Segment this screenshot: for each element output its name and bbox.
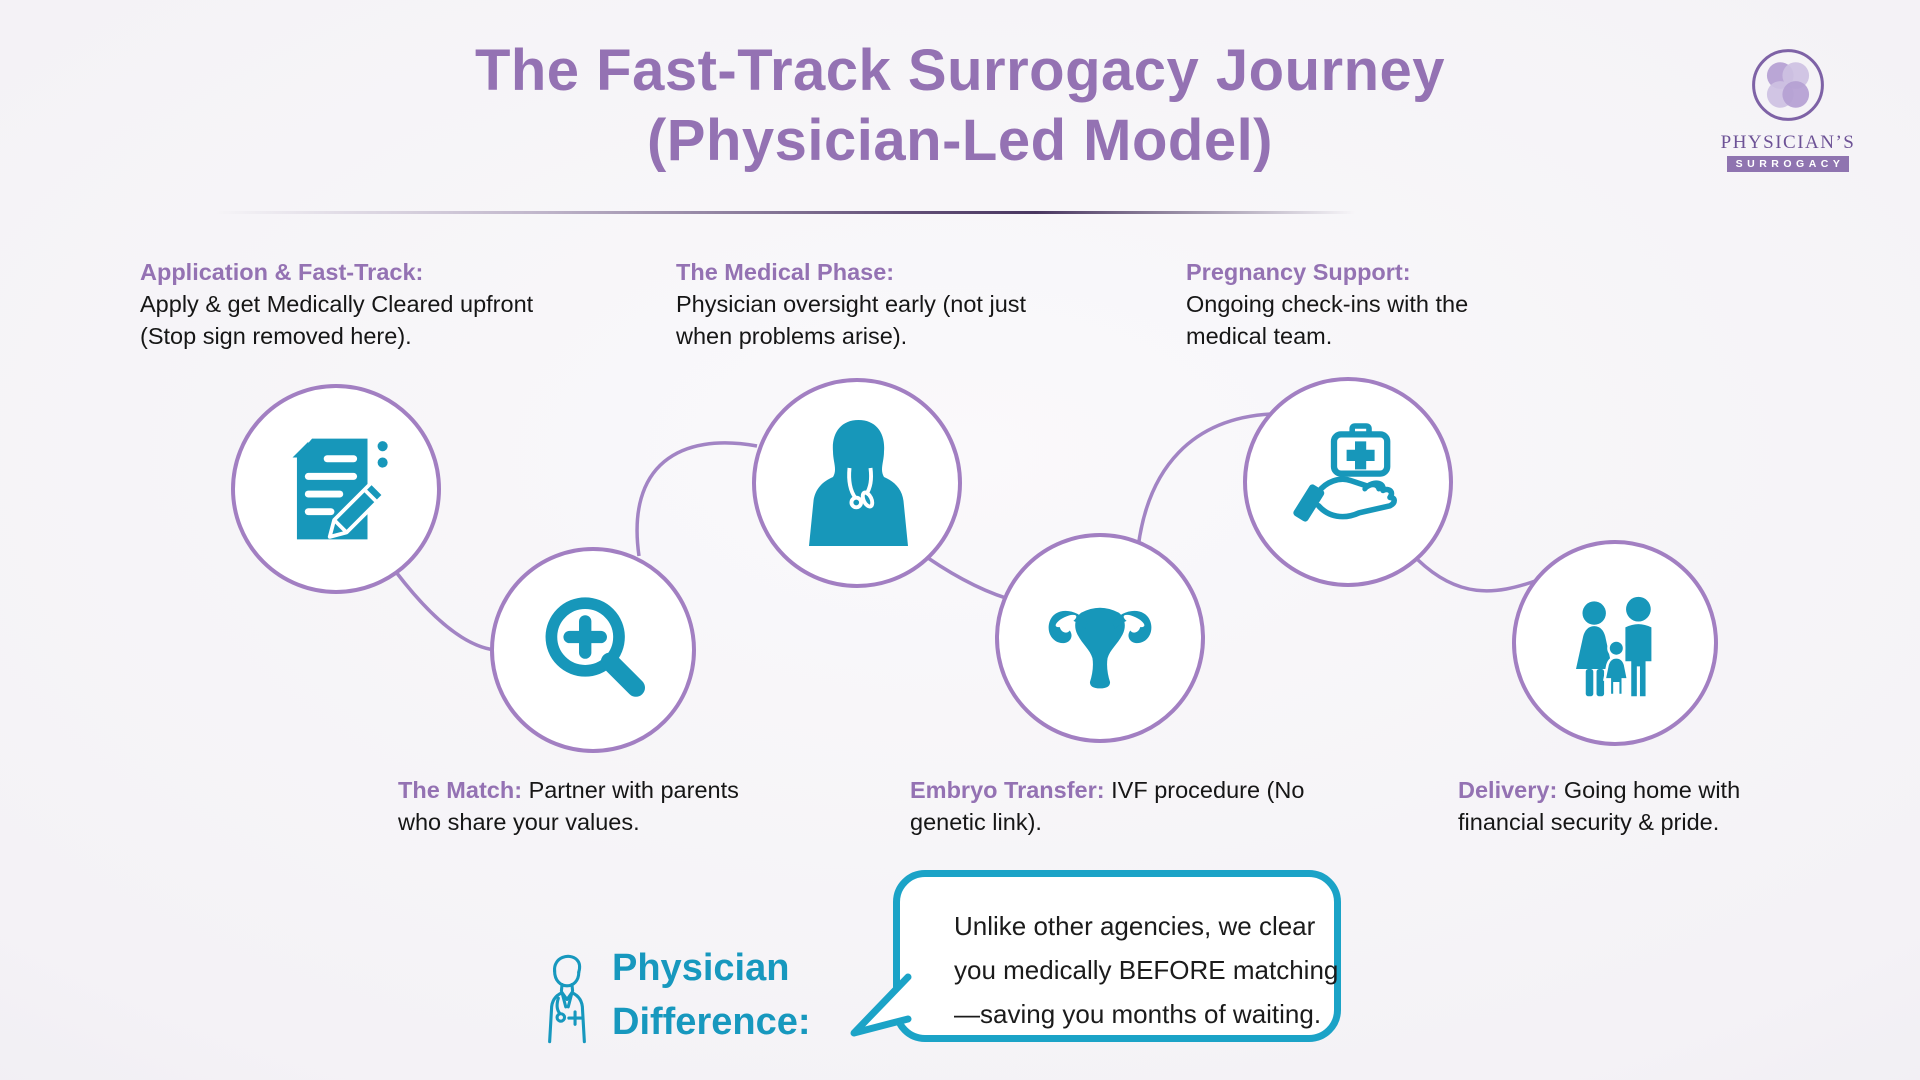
caption-body: Partner with parents who share your valu…: [398, 777, 739, 835]
brand-tagline: SURROGACY: [1726, 156, 1850, 172]
brand-logo: PHYSICIAN’S SURROGACY: [1718, 42, 1858, 172]
clover-flower-icon: [1752, 49, 1824, 121]
title-divider: [215, 211, 1355, 214]
doctor-outline-icon-box: [536, 946, 598, 1053]
female-doctor-icon: [809, 420, 908, 546]
caption-application: Application & Fast-Track: Apply & get Me…: [140, 256, 570, 352]
label-line: Physician: [612, 947, 790, 989]
caption-delivery: Delivery: Going home with financial secu…: [1458, 774, 1798, 838]
step-circle-application: [231, 384, 441, 594]
caption-heading: Application & Fast-Track:: [140, 259, 424, 285]
bubble-line: you medically BEFORE matching: [954, 955, 1339, 985]
label-line: Difference:: [612, 1001, 811, 1043]
caption-medical-phase: The Medical Phase: Physician oversight e…: [676, 256, 1076, 352]
connector-line: [1416, 558, 1539, 593]
step-circle-embryo-transfer: [995, 533, 1205, 743]
caption-match: The Match: Partner with parents who shar…: [398, 774, 746, 838]
page-title: The Fast-Track Surrogacy Journey (Physic…: [0, 36, 1920, 176]
caption-heading: Delivery:: [1458, 777, 1558, 803]
caption-body: Going home with financial security & pri…: [1458, 777, 1741, 835]
step-circle-delivery: [1512, 540, 1718, 746]
caption-body: Ongoing check-ins with the medical team.: [1186, 291, 1469, 349]
page-title-line1: The Fast-Track Surrogacy Journey: [474, 38, 1446, 103]
caption-pregnancy-support: Pregnancy Support: Ongoing check-ins wit…: [1186, 256, 1546, 352]
caption-embryo-transfer: Embryo Transfer: IVF procedure (No genet…: [910, 774, 1310, 838]
uterus-icon: [1048, 607, 1152, 689]
connector-line: [635, 441, 758, 557]
speech-bubble: Unlike other agencies, we clear you medi…: [893, 870, 1341, 1042]
step-circle-pregnancy-support: [1243, 377, 1453, 587]
physician-difference-label: Physician Difference:: [612, 941, 811, 1049]
speech-bubble-tail: [850, 973, 912, 1037]
step-circle-medical-phase: [752, 378, 962, 588]
caption-body: Apply & get Medically Cleared upfront (S…: [140, 291, 534, 349]
page-title-line2: (Physician-Led Model): [646, 108, 1273, 173]
step-circle-match: [490, 547, 696, 753]
bubble-line: —saving you months of waiting.: [954, 999, 1322, 1029]
brand-name: PHYSICIAN’S: [1720, 132, 1856, 153]
connector-line: [394, 570, 496, 652]
caption-heading: The Match:: [398, 777, 523, 803]
caption-heading: Pregnancy Support:: [1186, 259, 1411, 285]
caption-heading: The Medical Phase:: [676, 259, 895, 285]
caption-heading: Embryo Transfer:: [910, 777, 1105, 803]
family-icon: [1576, 596, 1652, 697]
document-pencil-icon: [292, 438, 388, 540]
caption-body: IVF procedure (No genetic link).: [910, 777, 1305, 835]
magnifier-plus-icon: [545, 597, 645, 697]
hand-medkit-icon: [1293, 423, 1397, 522]
caption-body: Physician oversight early (not just when…: [676, 291, 1027, 349]
doctor-outline-icon: [548, 954, 586, 1044]
bubble-line: Unlike other agencies, we clear: [954, 911, 1316, 941]
